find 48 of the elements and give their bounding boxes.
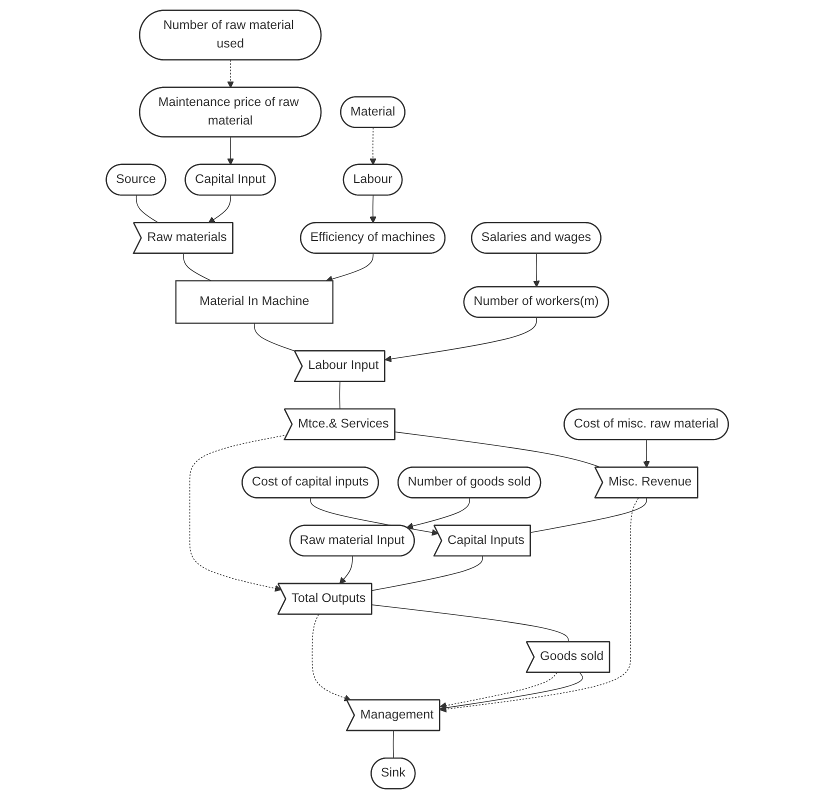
auxiliary-ellipse: Labour xyxy=(342,164,402,196)
auxiliary-ellipse: Cost of misc. raw material xyxy=(563,408,729,440)
arrow xyxy=(532,253,540,288)
flow-line xyxy=(182,253,212,282)
terminal-box: Sink xyxy=(370,757,416,790)
arrow xyxy=(208,195,231,224)
flow-line xyxy=(254,322,296,352)
flow-rate-box: Labour Input xyxy=(294,350,385,382)
auxiliary-ellipse: Maintenance price of raw material xyxy=(138,86,322,138)
flow-line xyxy=(439,672,583,710)
auxiliary-ellipse: Salaries and wages xyxy=(470,222,602,254)
flow-line xyxy=(136,195,159,224)
stock-box: Material In Machine xyxy=(174,280,334,324)
flow-rate-box: Mtce.& Services xyxy=(284,408,396,440)
auxiliary-ellipse: Raw material Input xyxy=(289,524,415,557)
arrow xyxy=(384,317,537,362)
flow-rate-box: Total Outputs xyxy=(277,582,372,615)
flow-rate-box: Goods sold xyxy=(526,641,610,673)
arrow xyxy=(226,136,234,166)
arrow xyxy=(369,195,376,224)
flow-line xyxy=(530,498,647,533)
auxiliary-ellipse: Cost of capital inputs xyxy=(241,466,379,498)
arrow xyxy=(369,127,376,166)
flow-line xyxy=(392,730,394,759)
arrow xyxy=(326,253,374,282)
flow-line xyxy=(371,556,483,591)
auxiliary-ellipse: Material xyxy=(340,96,406,128)
arrow xyxy=(310,498,438,536)
auxiliary-ellipse: Efficiency of machines xyxy=(300,222,446,254)
flow-rate-box: Management xyxy=(346,699,440,732)
flow-rate-box: Capital Inputs xyxy=(433,524,531,557)
arrow xyxy=(439,498,638,713)
flow-rate-box: Misc. Revenue xyxy=(594,466,698,498)
auxiliary-ellipse: Number of goods sold xyxy=(397,466,541,498)
arrow xyxy=(406,498,470,530)
flow-line xyxy=(339,381,340,410)
terminal-box: Source xyxy=(105,164,166,196)
arrow xyxy=(226,60,234,88)
auxiliary-ellipse: Number of workers(m) xyxy=(463,286,609,318)
arrow xyxy=(189,434,288,592)
arrow xyxy=(439,672,557,709)
arrow xyxy=(338,556,353,584)
arrow xyxy=(312,614,351,702)
auxiliary-ellipse: Number of raw material used xyxy=(138,10,322,60)
flow-rate-box: Raw materials xyxy=(132,222,233,254)
flow-line xyxy=(371,604,568,642)
arrow xyxy=(642,440,650,468)
auxiliary-ellipse: Capital Input xyxy=(184,164,276,196)
